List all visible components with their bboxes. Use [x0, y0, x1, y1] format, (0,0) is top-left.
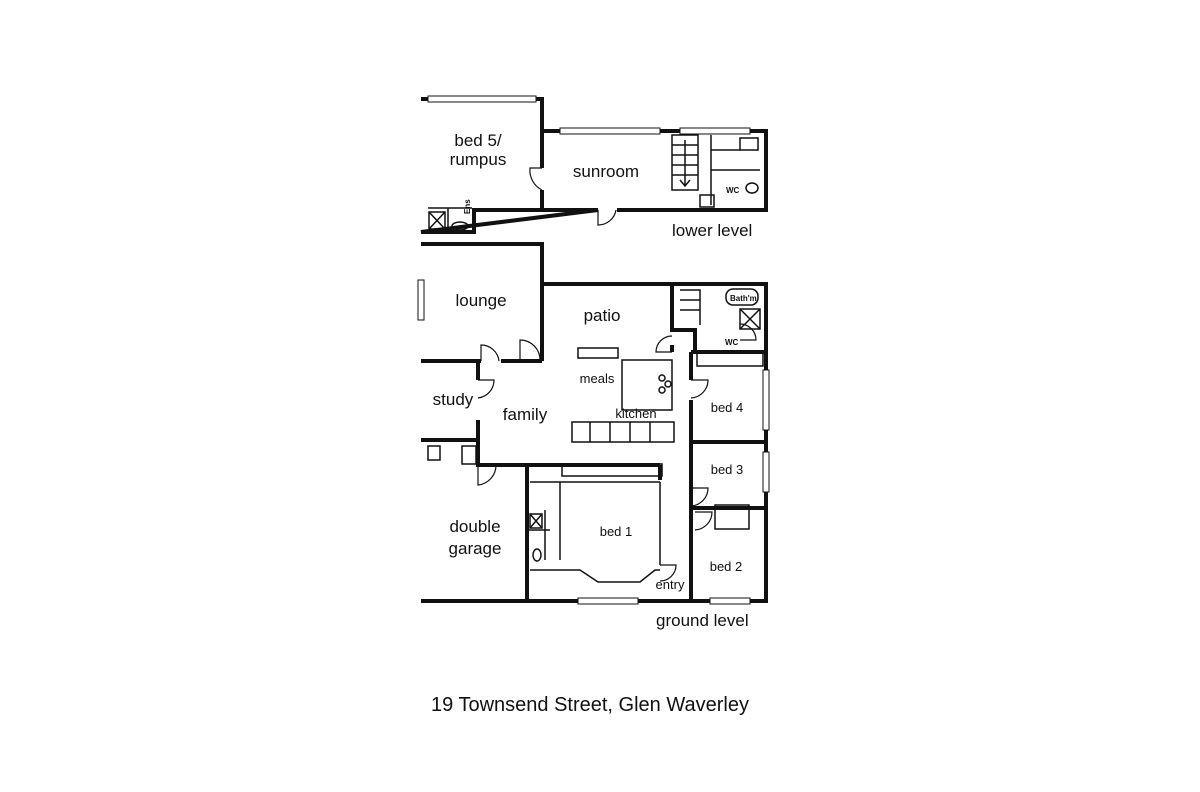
ground-level-label: ground level: [656, 611, 749, 630]
kitchen-counter: [621, 359, 673, 411]
ground-level-plan: lounge patio Bath'm WC study family meal…: [417, 242, 770, 630]
bed5-label-1: bed 5/: [454, 131, 502, 150]
shower: [529, 513, 543, 529]
door: [694, 511, 713, 531]
shower: [428, 211, 446, 230]
window: [417, 279, 425, 321]
basin: [451, 221, 469, 231]
kitchen-bench: [571, 421, 675, 443]
bathroom-label: Bath'm: [730, 294, 757, 303]
door: [597, 209, 617, 226]
cabinet: [461, 445, 477, 465]
wc-lower-label: WC: [726, 186, 740, 195]
garage-label-1: double: [449, 517, 500, 536]
meals-label: meals: [580, 371, 615, 386]
bedroom-walls: [691, 440, 766, 510]
property-address: 19 Townsend Street, Glen Waverley: [431, 694, 749, 716]
study-label: study: [433, 390, 474, 409]
door: [519, 339, 541, 362]
bathtub: [725, 288, 759, 306]
cooktop: [658, 386, 666, 394]
door: [690, 379, 709, 399]
door: [477, 464, 497, 486]
lower-level-label: lower level: [672, 221, 752, 240]
cooktop: [664, 380, 672, 388]
study-walls: [421, 361, 529, 601]
door: [480, 344, 500, 362]
bed1-label: bed 1: [600, 524, 633, 539]
window: [679, 127, 751, 135]
patio-label: patio: [584, 306, 621, 325]
stairs: [671, 134, 699, 191]
meals-window: [577, 347, 619, 359]
window: [559, 127, 661, 135]
bed4-label: bed 4: [711, 400, 744, 415]
kitchen-label: kitchen: [615, 406, 656, 421]
shower: [739, 308, 761, 330]
toilet: [745, 182, 759, 194]
window: [577, 597, 639, 605]
bed1-walls: [530, 481, 661, 583]
bed5-label-2: rumpus: [450, 150, 507, 169]
shower: [739, 308, 761, 330]
door: [739, 323, 757, 341]
kitchen-cabinets: [589, 422, 651, 442]
stairs: [680, 289, 701, 325]
sunroom-label: sunroom: [573, 162, 639, 181]
window: [762, 369, 770, 431]
stairs: [672, 140, 698, 188]
ensuite-label: Ens: [463, 199, 472, 214]
toilet: [532, 548, 542, 562]
door: [659, 564, 677, 582]
bed3-label: bed 3: [711, 462, 744, 477]
bed1-top-wall: [527, 463, 662, 480]
wc-partition: [710, 135, 760, 205]
door: [529, 167, 543, 191]
cabinet: [699, 194, 715, 208]
linen-cupboard: [714, 504, 750, 530]
ensuite-partition: [428, 207, 472, 232]
door: [477, 379, 495, 399]
family-label: family: [503, 405, 548, 424]
patio-walls: [670, 284, 697, 352]
shower: [529, 513, 543, 529]
lounge-walls: [421, 284, 544, 363]
window: [709, 597, 751, 605]
door: [690, 487, 709, 507]
lounge-label: lounge: [455, 291, 506, 310]
wc-ground-label: WC: [725, 338, 739, 347]
window: [762, 451, 770, 493]
shower: [428, 211, 446, 230]
garage-label-2: garage: [449, 539, 502, 558]
sink: [739, 137, 759, 151]
wardrobe: [561, 463, 663, 477]
lower-level-plan: bed 5/ rumpus sunroom Ens WC lower level: [420, 95, 768, 240]
door: [655, 335, 673, 353]
ensuite-walls: [528, 510, 550, 560]
wardrobe: [696, 351, 764, 367]
bed2-label: bed 2: [710, 559, 743, 574]
cooktop: [658, 374, 666, 382]
entry-label: entry: [656, 577, 685, 592]
cabinet: [427, 445, 441, 461]
window: [427, 95, 537, 103]
